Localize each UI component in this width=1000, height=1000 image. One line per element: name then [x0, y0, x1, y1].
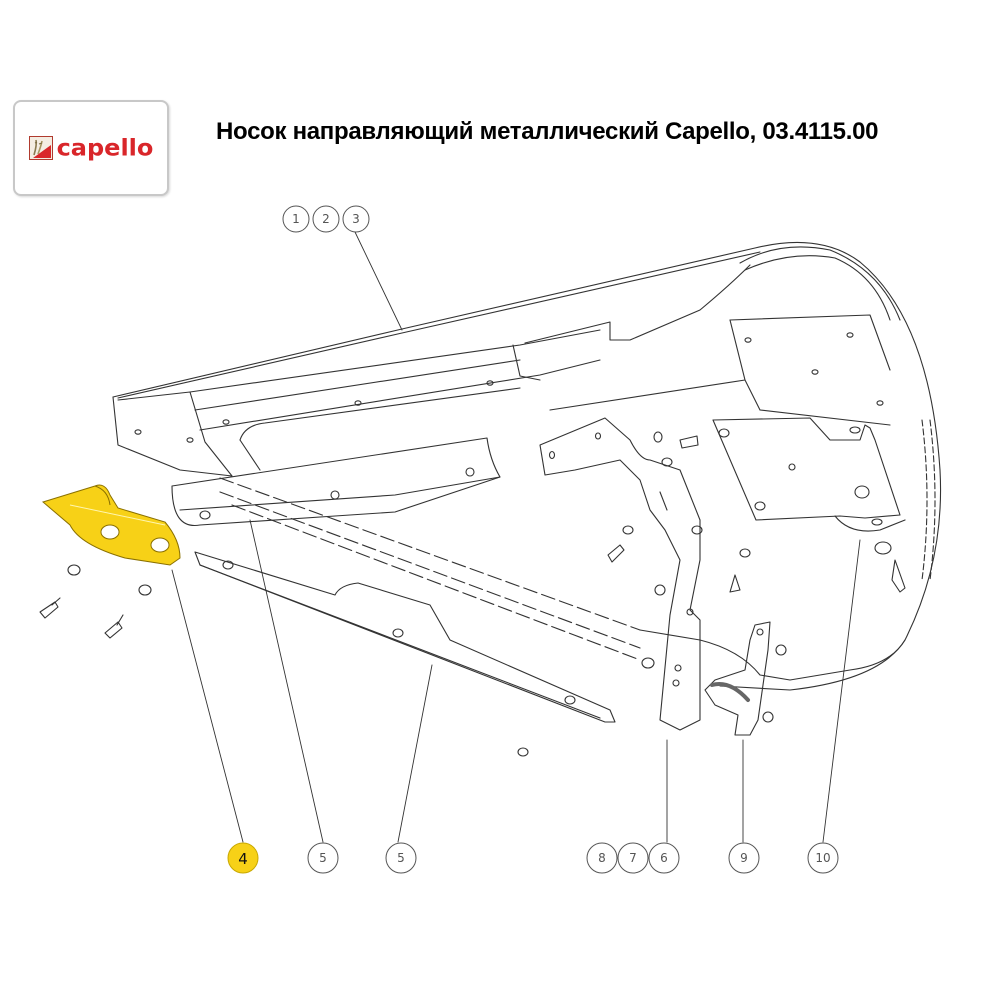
callout-9-label: 9 [740, 851, 748, 865]
guide-bar-part-5-upper [171, 437, 501, 527]
callout-2: 2 [322, 212, 330, 226]
callout-1: 1 [292, 212, 300, 226]
callout-3: 3 [352, 212, 360, 226]
callout-group-8-7-6 [586, 842, 680, 874]
brand-logo-card: capello [13, 100, 169, 196]
fasteners [39, 431, 751, 757]
leader-lines [171, 231, 861, 843]
callout-5b-label: 5 [397, 851, 405, 865]
logo-wheat-icon [28, 136, 53, 160]
callout-5b [385, 842, 417, 874]
callout-9 [728, 842, 760, 874]
logo-text: capello [56, 134, 154, 162]
bracket-part-9 [704, 621, 787, 736]
guide-bar-part-5-lower [194, 551, 616, 723]
bracket-part-6 [539, 417, 703, 731]
callout-5a [307, 842, 339, 874]
main-housing-part [112, 241, 942, 691]
callout-10 [807, 842, 839, 874]
bracket-plate-part-10 [712, 417, 906, 593]
callout-4-highlighted[interactable] [227, 842, 259, 874]
callout-10-label: 10 [815, 851, 830, 865]
page-title: Носок направляющий металлический Capello… [216, 118, 879, 145]
guide-nose-part-4-highlighted[interactable] [41, 484, 181, 566]
callout-6: 6 [660, 851, 668, 865]
callout-4-label: 4 [238, 850, 248, 868]
callout-group-1-2-3 [282, 205, 370, 233]
callout-7: 7 [629, 851, 637, 865]
callout-8: 8 [598, 851, 606, 865]
callout-5a-label: 5 [319, 851, 327, 865]
